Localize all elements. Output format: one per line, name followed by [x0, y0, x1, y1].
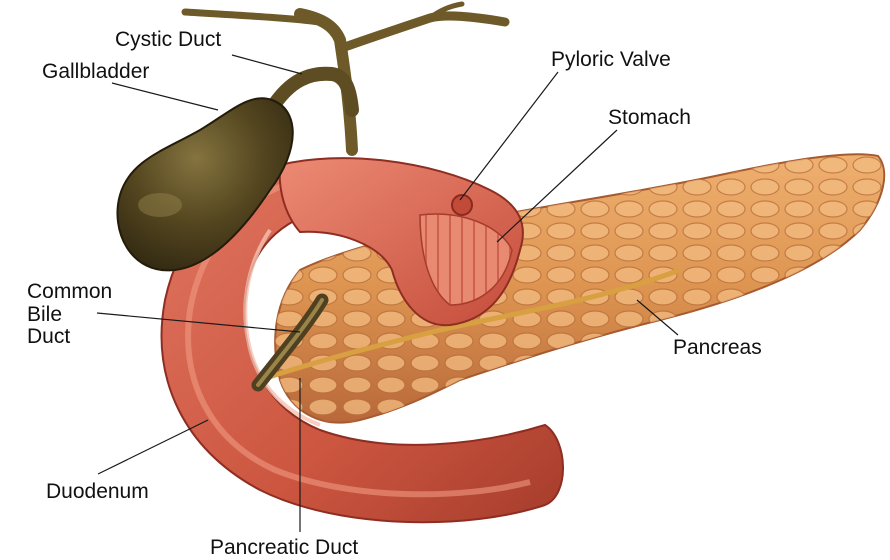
label-common-bile-duct-line-1: Common — [27, 281, 157, 304]
cystic-duct — [272, 74, 352, 110]
label-gallbladder: Gallbladder — [42, 61, 149, 84]
leader-line-duodenum — [98, 420, 208, 474]
label-stomach: Stomach — [608, 107, 691, 130]
label-duodenum: Duodenum — [46, 481, 149, 504]
leader-line-cystic-duct — [232, 55, 302, 74]
label-cystic-duct: Cystic Duct — [115, 29, 221, 52]
leader-line-gallbladder — [112, 83, 218, 110]
label-common-bile-duct-line-3: Duct — [27, 326, 157, 349]
label-pyloric-valve: Pyloric Valve — [551, 49, 671, 72]
label-pancreas: Pancreas — [673, 337, 762, 360]
leader-line-pyloric-valve — [460, 72, 558, 200]
label-common-bile-duct: Common Bile Duct — [27, 281, 157, 349]
label-common-bile-duct-line-2: Bile — [27, 304, 157, 327]
label-pancreatic-duct: Pancreatic Duct — [210, 537, 358, 560]
